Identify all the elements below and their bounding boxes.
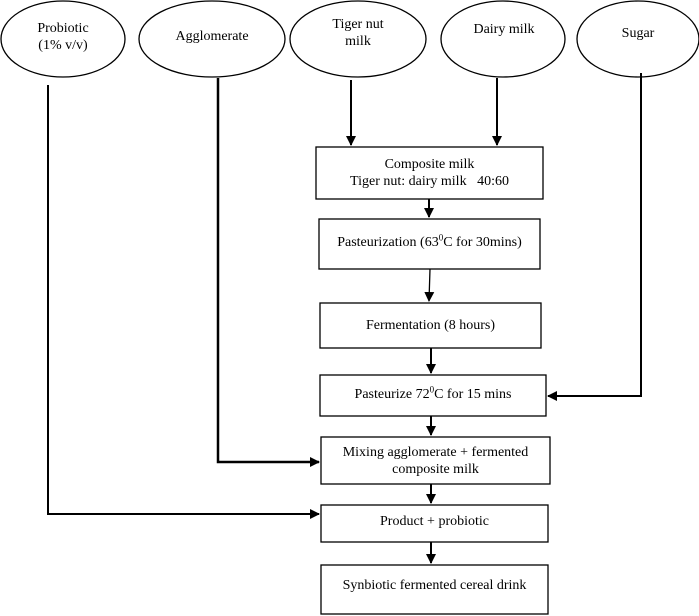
mixing-label-line1: Mixing agglomerate + fermented (342, 444, 529, 460)
pasteurization-text-post: C for 30mins) (443, 234, 522, 250)
composite-milk-label-line2: Tiger nut: dairy milk 40:60 (350, 174, 509, 189)
product-box (320, 504, 549, 543)
composite-milk-label-line1: Composite milk (384, 157, 475, 172)
pasteurize-box (319, 374, 547, 417)
pasteurize-text-pre: Pasteurize 72 (354, 386, 430, 402)
sugar-ellipse (576, 0, 699, 78)
final-product-box (320, 564, 549, 615)
mixing-label: Mixing agglomerate + fermented composite… (321, 437, 550, 484)
fermentation-box (319, 302, 542, 349)
fermentation-label: Fermentation (8 hours) (365, 318, 496, 333)
tiger-nut-milk-label: Tiger nut milk (300, 10, 416, 56)
sugar-label: Sugar (621, 25, 655, 41)
arrow-agglomerate-to-mixing (216, 78, 320, 467)
mixing-box (320, 436, 551, 485)
pasteurize-degree: 0 (429, 383, 435, 394)
tiger-nut-milk-label-line2: milk (345, 34, 371, 49)
pasteurization-degree: 0 (438, 231, 444, 242)
agglomerate-ellipse (138, 0, 286, 78)
arrow-pasteurization-to-fermentation (424, 268, 435, 302)
dairy-milk-ellipse (440, 0, 566, 78)
mixing-label-line2: composite milk (392, 461, 479, 477)
probiotic-label-line1: Probiotic (37, 21, 89, 36)
probiotic-label-line2: (1% v/v) (38, 38, 88, 53)
arrow-sugar-to-pasteurize (547, 73, 642, 401)
pasteurize-label: Pasteurize 720C for 15 mins (320, 375, 546, 413)
arrow-probiotic-to-product (47, 85, 320, 519)
probiotic-ellipse (0, 0, 126, 78)
final-product-label: Synbiotic fermented cereal drink (342, 577, 527, 593)
dairy-milk-label: Dairy milk (473, 21, 535, 37)
agglomerate-label: Agglomerate (175, 28, 249, 44)
pasteurize-text-post: C for 15 mins (434, 386, 512, 402)
probiotic-label: Probiotic (1% v/v) (8, 14, 118, 60)
tiger-nut-milk-ellipse (289, 0, 427, 78)
tiger-nut-milk-label-line1: Tiger nut (332, 17, 384, 32)
pasteurization-box (318, 218, 541, 270)
composite-milk-label: Composite milk Tiger nut: dairy milk 40:… (316, 147, 543, 199)
pasteurization-text-pre: Pasteurization (63 (337, 234, 439, 250)
composite-milk-box (315, 146, 544, 200)
product-label: Product + probiotic (380, 514, 489, 529)
pasteurization-label: Pasteurization (630C for 30mins) (319, 219, 540, 265)
